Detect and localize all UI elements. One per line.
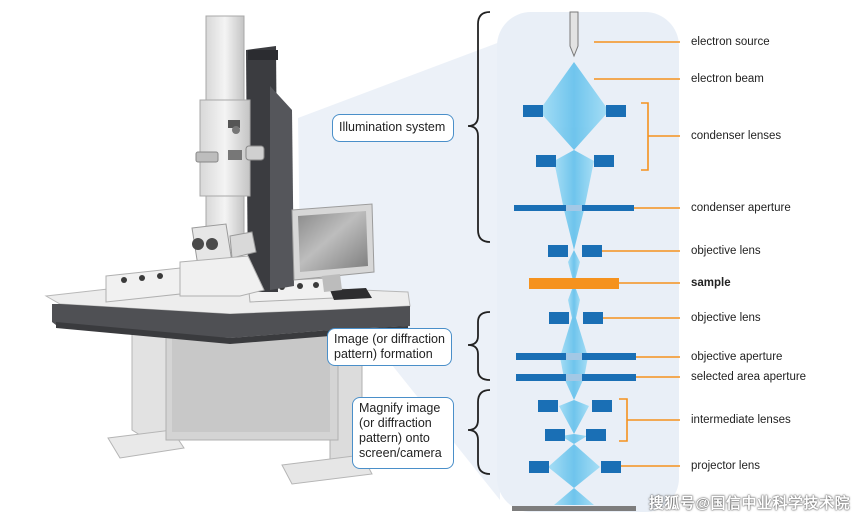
condenser-lens-1-right xyxy=(606,105,626,117)
label-objective-lens-lower: objective lens xyxy=(691,312,761,324)
objective-lens-upper-right xyxy=(582,245,602,257)
computer-monitor-icon xyxy=(291,203,375,292)
condenser-lens-1-left xyxy=(523,105,543,117)
brace-illumination xyxy=(467,11,491,243)
callout-image-formation: Image (or diffraction pattern) formation xyxy=(327,328,452,366)
intermediate-lens-2-left xyxy=(545,429,565,441)
label-projector-lens: projector lens xyxy=(691,460,761,472)
label-electron-source: electron source xyxy=(691,36,770,48)
leader-lines xyxy=(594,41,680,467)
brace-image-formation xyxy=(467,311,491,381)
projector-lens-left xyxy=(529,461,549,473)
objective-lens-lower-right xyxy=(583,312,603,324)
watermark: 搜狐号@国信中业科学技术院 xyxy=(648,495,850,512)
label-selected-area-aperture: selected area aperture xyxy=(691,371,807,383)
label-objective-aperture: objective aperture xyxy=(691,351,783,363)
callout-illumination-system: Illumination system xyxy=(332,114,454,142)
brace-magnify xyxy=(467,389,491,475)
sample-slab xyxy=(529,278,619,289)
column-background xyxy=(497,12,679,512)
callout-magnify-image: Magnify image (or diffraction pattern) o… xyxy=(352,397,454,469)
label-condenser-lenses: condenser lenses xyxy=(691,130,782,142)
intermediate-lens-1-left xyxy=(538,400,558,412)
condenser-lens-2-left xyxy=(536,155,556,167)
label-electron-beam: electron beam xyxy=(691,73,764,85)
label-sample: sample xyxy=(691,277,731,289)
objective-lens-upper-left xyxy=(548,245,568,257)
detector-screen xyxy=(512,506,636,511)
intermediate-lens-1-right xyxy=(592,400,612,412)
label-objective-lens-upper: objective lens xyxy=(691,245,761,257)
condenser-lens-2-right xyxy=(594,155,614,167)
projection-wedge xyxy=(298,42,500,500)
section-braces xyxy=(467,11,491,475)
label-condenser-aperture: condenser aperture xyxy=(691,202,791,214)
label-intermediate-lenses: intermediate lenses xyxy=(691,414,791,426)
projector-lens-right xyxy=(601,461,621,473)
aperture-openings xyxy=(566,205,582,381)
electron-source-tip xyxy=(569,11,579,58)
intermediate-lens-2-right xyxy=(586,429,606,441)
objective-lens-lower-left xyxy=(549,312,569,324)
